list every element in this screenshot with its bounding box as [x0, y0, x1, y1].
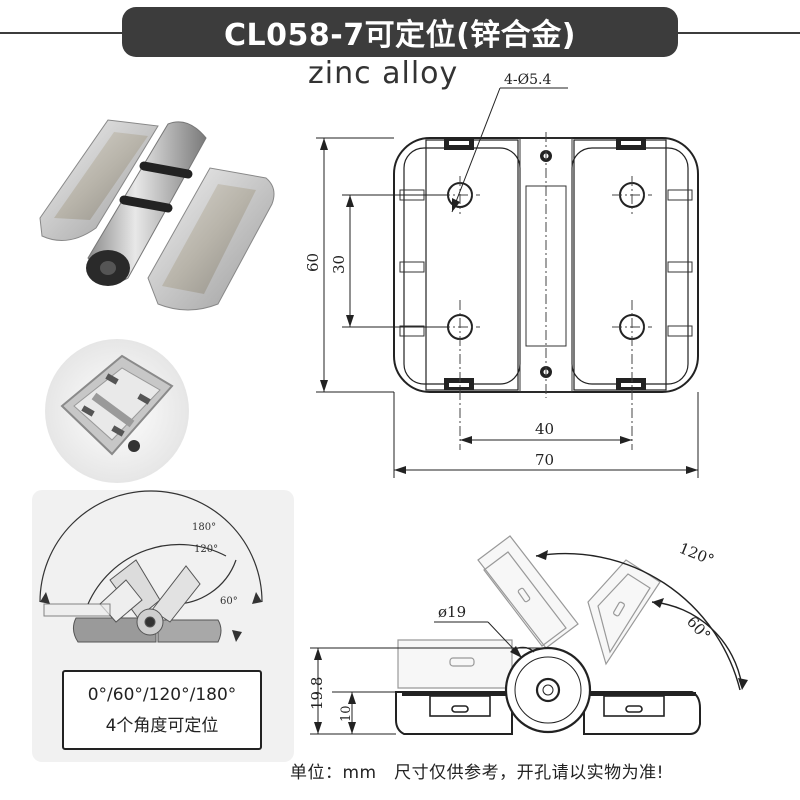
angle-info-box: 0°/60°/120°/180° 4个角度可定位 — [62, 670, 262, 750]
side-diameter: ø19 — [438, 603, 466, 621]
page-title: CL058-7可定位(锌合金) — [223, 18, 576, 53]
hinge-photo-front — [39, 119, 275, 311]
dim-height-outer: 60 — [304, 253, 322, 272]
angle-description: 4个角度可定位 — [105, 715, 219, 736]
dim-height-holes: 30 — [330, 255, 348, 274]
title-rule-left — [0, 32, 126, 34]
footer-note: 单位：mm 尺寸仅供参考，开孔请以实物为准! — [290, 763, 664, 783]
dim-height-leaf: 10 — [339, 705, 354, 722]
hinge-photo-back — [45, 339, 189, 483]
title-rule-right — [674, 32, 800, 34]
material-subtitle: zinc alloy — [308, 56, 459, 91]
side-angle-120: 120° — [677, 539, 717, 569]
hole-label: 4-Ø5.4 — [504, 72, 551, 88]
angle-list: 0°/60°/120°/180° — [87, 684, 237, 705]
dim-width-outer: 70 — [535, 451, 554, 469]
dim-width-holes: 40 — [535, 420, 554, 438]
side-angle-60: 60° — [683, 613, 714, 645]
title-banner: CL058-7可定位(锌合金) — [122, 7, 678, 57]
dim-height-total: 19.8 — [308, 677, 326, 710]
